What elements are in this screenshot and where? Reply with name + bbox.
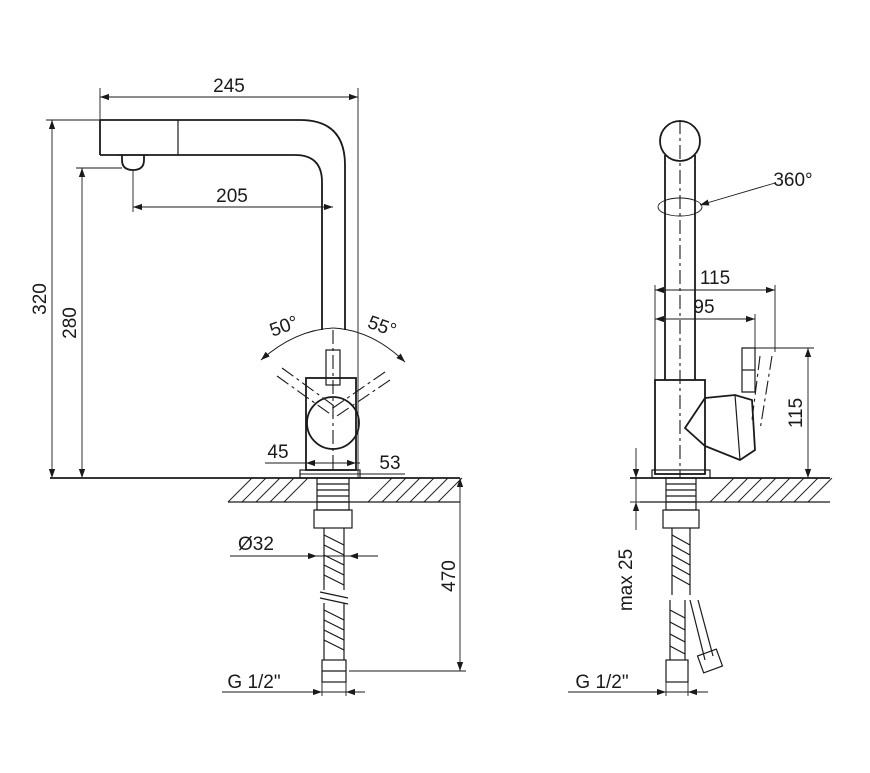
dim-45-label: 45 <box>267 442 288 463</box>
dim-115-vertical: 115 <box>755 347 814 478</box>
hatch-line <box>723 477 749 503</box>
hatch-line <box>751 477 777 503</box>
front-countertop <box>50 477 463 503</box>
dim-245: 245 <box>99 76 359 478</box>
dim-32: Ø32 <box>230 534 378 560</box>
hatch-line <box>367 477 393 503</box>
side-shank <box>662 477 724 683</box>
hatch-line <box>269 477 295 503</box>
side-body <box>651 120 773 479</box>
front-view: 245 205 320 280 50° 55° <box>30 76 466 696</box>
hatch-line <box>737 477 763 503</box>
dim-320-label: 320 <box>30 283 51 315</box>
dim-95-label: 95 <box>693 297 714 318</box>
dim-95: 95 <box>655 297 756 348</box>
dim-max25-label: max 25 <box>616 549 637 611</box>
hatch-line <box>227 477 253 503</box>
dim-53-label: 53 <box>379 453 400 474</box>
dim-280: 280 <box>60 167 122 478</box>
hatch-line <box>423 477 449 503</box>
hatch-line <box>395 477 421 503</box>
hatch-line <box>765 477 791 503</box>
dim-245-label: 245 <box>213 76 245 97</box>
dim-g12-side-label: G 1/2" <box>575 672 628 693</box>
side-view: 360° 115 95 115 max 25 <box>568 120 833 696</box>
dim-115v-label: 115 <box>786 398 807 428</box>
dim-g12-side: G 1/2" <box>568 672 708 696</box>
dim-280-label: 280 <box>60 307 81 339</box>
front-shank <box>313 477 353 683</box>
hatch-line <box>807 477 833 503</box>
dim-g12-front: G 1/2" <box>222 672 365 696</box>
hatch-line <box>283 477 309 503</box>
dim-45: 45 <box>265 442 360 467</box>
hatch-line <box>255 477 281 503</box>
dim-320: 320 <box>30 119 100 478</box>
hatch-line <box>409 477 435 503</box>
side-countertop <box>630 477 833 503</box>
dim-360: 360° <box>657 170 813 217</box>
hatch-line <box>793 477 819 503</box>
dim-205: 205 <box>132 170 333 212</box>
dim-360-label: 360° <box>773 170 812 191</box>
dim-g12-front-label: G 1/2" <box>227 672 280 693</box>
dim-470-label: 470 <box>439 560 460 592</box>
dim-115-horizontal: 115 <box>654 268 776 380</box>
dim-115h-label: 115 <box>700 268 730 289</box>
front-body <box>276 330 391 479</box>
hatch-line <box>381 477 407 503</box>
front-spout <box>99 119 346 330</box>
dim-32-label: Ø32 <box>238 534 274 555</box>
hatch-line <box>241 477 267 503</box>
hatch-line <box>437 477 463 503</box>
dim-53: 53 <box>300 453 405 475</box>
hatch-line <box>709 477 735 503</box>
dim-470: 470 <box>349 478 466 672</box>
hatch-line <box>779 477 805 503</box>
dim-205-label: 205 <box>216 186 248 207</box>
dim-max25: max 25 <box>616 448 640 611</box>
